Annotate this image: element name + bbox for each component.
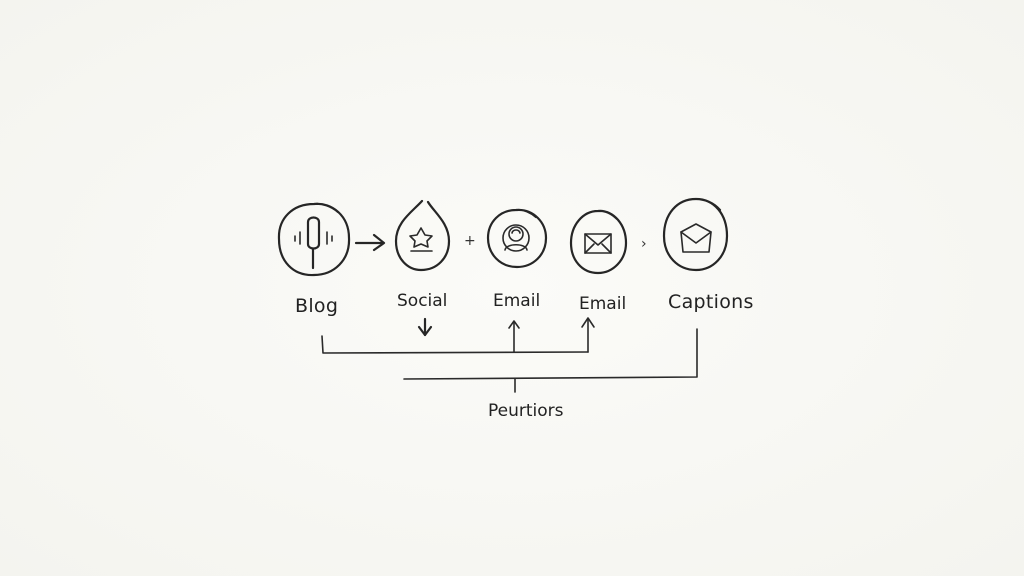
node-email-1: Email	[486, 208, 548, 311]
node-social: Social	[394, 199, 451, 337]
star-icon	[409, 227, 433, 252]
node-captions-label: Captions	[668, 291, 754, 313]
node-captions: Captions	[662, 197, 754, 313]
down-arrow-icon	[417, 317, 433, 337]
bottom-label: Peurtiors	[488, 401, 564, 421]
node-email-2-label: Email	[579, 294, 626, 314]
node-blog-label: Blog	[295, 295, 338, 317]
node-blog-circle	[277, 202, 351, 277]
node-email-1-circle	[486, 208, 548, 269]
node-email-2: Email	[569, 209, 628, 314]
person-icon	[502, 224, 530, 252]
node-email-2-circle	[569, 209, 628, 275]
envelope-icon	[680, 223, 712, 253]
node-captions-circle	[662, 197, 729, 272]
arrow-blog-to-social	[354, 233, 386, 252]
envelope-icon	[584, 233, 612, 254]
separator-plus: +	[464, 233, 476, 249]
node-social-circle	[394, 199, 451, 272]
node-social-label: Social	[397, 291, 447, 311]
connector-lower	[403, 328, 698, 393]
connector-upper	[321, 317, 595, 354]
node-blog: Blog	[277, 202, 351, 317]
microphone-icon	[294, 216, 333, 270]
separator-chevron: ›	[641, 236, 647, 252]
node-email-1-label: Email	[493, 291, 540, 311]
